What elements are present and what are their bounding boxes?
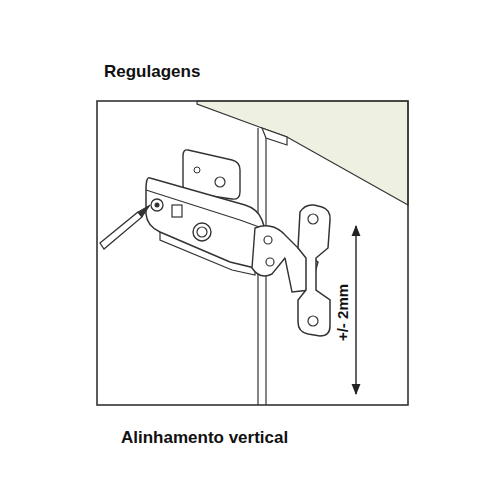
depth-screw bbox=[193, 223, 211, 241]
plate-screw bbox=[308, 214, 318, 224]
dimension-arrow bbox=[355, 226, 356, 394]
caption: Alinhamento vertical bbox=[121, 428, 288, 448]
adjust-screw-head bbox=[155, 203, 160, 208]
screwdriver-tip bbox=[138, 205, 150, 217]
depth-screw-head bbox=[197, 227, 207, 237]
mounting-plate bbox=[298, 205, 330, 336]
pivot-pin bbox=[266, 258, 274, 266]
adjust-screw bbox=[151, 199, 163, 211]
screw-hole bbox=[215, 177, 225, 187]
pivot-pin bbox=[264, 236, 272, 244]
dimension-label: +/- 2mm bbox=[334, 283, 351, 340]
title: Regulagens bbox=[104, 62, 200, 82]
arm-edge bbox=[146, 190, 262, 228]
hinge-arm bbox=[146, 178, 268, 268]
plate-screw bbox=[308, 316, 318, 326]
screw-hole bbox=[194, 167, 200, 173]
view-frame bbox=[97, 101, 408, 405]
screwdriver-shaft bbox=[100, 212, 142, 249]
arm-slot bbox=[172, 205, 182, 217]
